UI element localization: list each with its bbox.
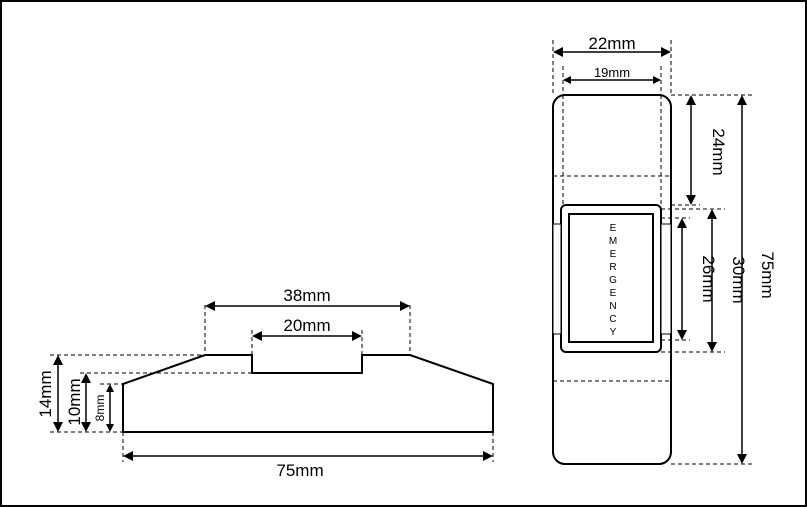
side-view: 38mm 20mm 75mm 14mm 10mm 8mm bbox=[36, 286, 494, 480]
dim-20mm: 20mm bbox=[283, 316, 330, 335]
dim-30mm: 30mm bbox=[729, 256, 748, 303]
label-letter: N bbox=[609, 301, 616, 312]
label-letter: R bbox=[609, 262, 616, 273]
dim-38mm: 38mm bbox=[283, 286, 330, 305]
dim-8mm: 8mm bbox=[93, 395, 107, 422]
label-letter: E bbox=[610, 249, 617, 260]
side-view-body bbox=[122, 354, 494, 433]
cover-hinge-left bbox=[552, 223, 562, 335]
dim-24mm: 24mm bbox=[709, 128, 728, 175]
label-letter: G bbox=[609, 275, 617, 286]
dim-10mm: 10mm bbox=[65, 378, 84, 425]
dim-14mm: 14mm bbox=[36, 370, 55, 417]
label-letter: C bbox=[609, 314, 616, 325]
label-letter: Y bbox=[610, 327, 617, 338]
dim-26mm: 26mm bbox=[699, 255, 718, 302]
emergency-label: E M E R G E N C Y bbox=[609, 223, 617, 338]
dim-75mm-side: 75mm bbox=[276, 461, 323, 480]
cover-hinge-right bbox=[660, 223, 672, 335]
dim-19mm: 19mm bbox=[594, 65, 630, 80]
dim-22mm: 22mm bbox=[588, 34, 635, 53]
label-letter: E bbox=[610, 288, 617, 299]
label-letter: M bbox=[609, 236, 617, 247]
emergency-window bbox=[568, 213, 654, 343]
dim-75mm-top: 75mm bbox=[758, 251, 777, 298]
top-view: E M E R G E N C Y 22mm 19mm bbox=[552, 34, 777, 465]
label-letter: E bbox=[610, 223, 617, 234]
